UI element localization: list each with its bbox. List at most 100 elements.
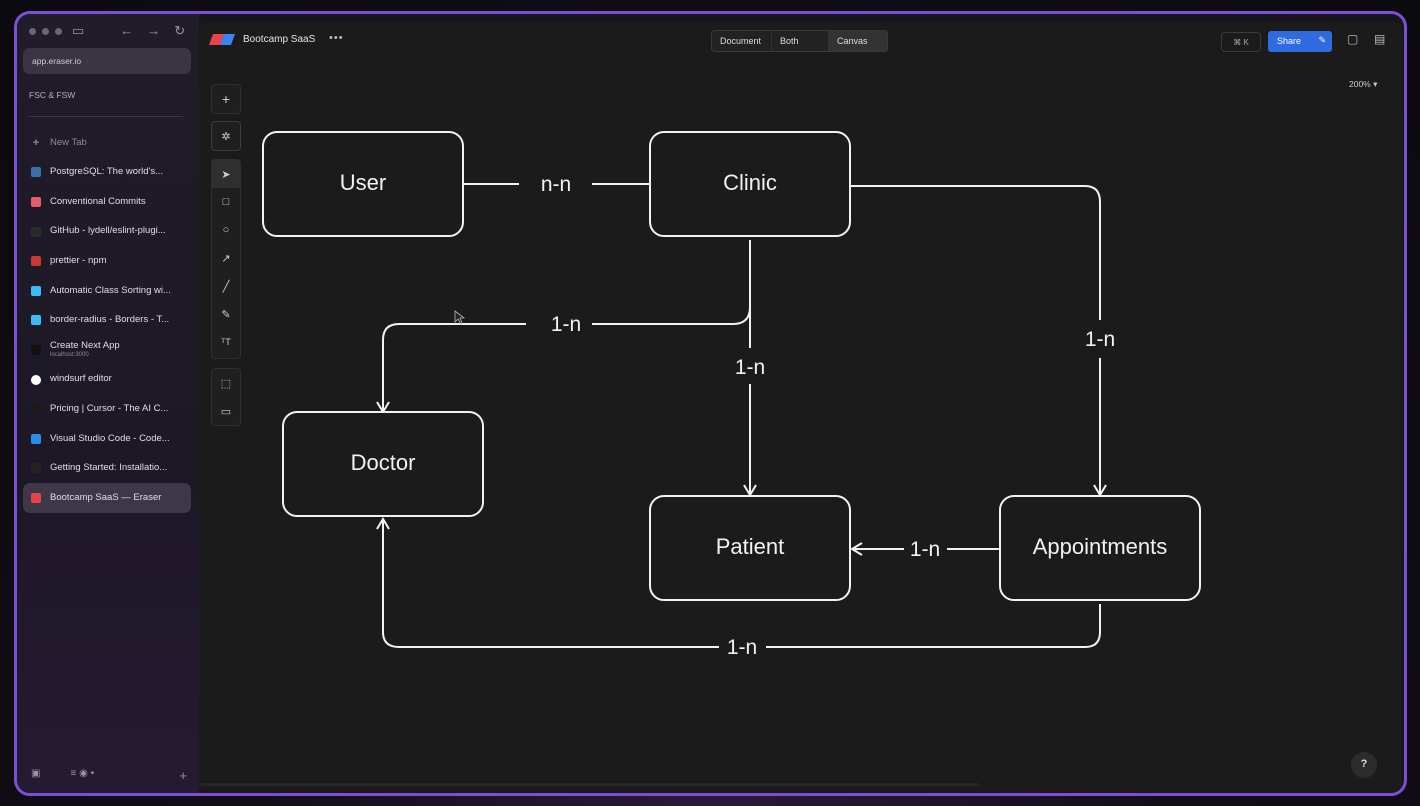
add-space-icon[interactable]: + <box>179 768 187 783</box>
browser-tab[interactable]: Conventional Commits <box>23 187 191 217</box>
browser-tab[interactable]: PostgreSQL: The world's... <box>23 158 191 188</box>
edge-label-clinic-doctor: 1-n <box>551 313 581 336</box>
back-arrow-icon[interactable]: ← <box>120 23 134 38</box>
node-user-box[interactable] <box>262 131 464 237</box>
add-toolbar: + <box>211 84 241 114</box>
comment-icon[interactable]: ▢ <box>1347 32 1359 46</box>
browser-tab-title: Pricing | Cursor - The AI C... <box>50 404 184 414</box>
command-palette-button[interactable]: ⌘ K <box>1221 32 1261 52</box>
forward-arrow-icon[interactable]: → <box>147 23 161 38</box>
document-icon[interactable]: ▤ <box>1374 32 1386 46</box>
maximize-window-button[interactable] <box>55 28 62 35</box>
line-icon[interactable]: ╱ <box>222 280 230 293</box>
minimize-window-button[interactable] <box>42 28 49 35</box>
new-tab-label: New Tab <box>50 137 87 148</box>
tab-title-text: prettier - npm <box>50 255 107 266</box>
drawing-toolbar: ➤ □ ○ ↗ ╱ ✎ ᵀT <box>211 159 241 359</box>
frame-icon[interactable]: ⬚ <box>220 377 232 390</box>
edge-label-clinic-patient: 1-n <box>735 356 765 379</box>
tab-title-text: Automatic Class Sorting wi... <box>50 285 171 296</box>
browser-tab-title: border-radius - Borders - T... <box>50 315 184 325</box>
tab-list: + New Tab PostgreSQL: The world's... Conv… <box>23 128 191 513</box>
tab-title-text: GitHub - lydell/eslint-plugi... <box>50 226 166 237</box>
browser-tab-title: Getting Started: Installatio... <box>50 463 184 473</box>
url-bar[interactable]: app.eraser.io <box>23 48 191 74</box>
diagram-canvas[interactable]: User Clinic Doctor Patient Appointments … <box>199 22 1402 792</box>
edge-clinic-appointments[interactable] <box>850 185 1100 495</box>
browser-tab[interactable]: prettier - npm <box>23 246 191 276</box>
frame-toolbar: ⬚ ▭ <box>211 368 241 426</box>
node-appointments-box[interactable] <box>999 495 1201 601</box>
node-doctor-box[interactable] <box>282 411 484 517</box>
browser-sidebar: ▭ ← → ↻ app.eraser.io FSC & FSW + New Ta… <box>17 14 199 793</box>
node-clinic-box[interactable] <box>649 131 851 237</box>
pen-tool-icon[interactable]: ✎ <box>221 308 231 321</box>
tab-title-text: Create Next App <box>50 341 120 352</box>
horizontal-scrollbar[interactable] <box>199 783 979 786</box>
archive-icon[interactable]: ▣ <box>31 768 41 779</box>
node-patient-box[interactable] <box>649 495 851 601</box>
tailwind-icon <box>31 285 41 296</box>
ai-sparkle-icon[interactable]: ✲ <box>221 130 231 143</box>
space-label: FSC & FSW <box>29 90 76 100</box>
edge-label-appointments-patient: 1-n <box>910 538 940 561</box>
tab-title-text: Conventional Commits <box>50 196 146 207</box>
document-title[interactable]: Bootcamp SaaS <box>243 34 316 45</box>
conventional-commits-icon <box>31 196 41 207</box>
select-cursor-icon[interactable]: ➤ <box>212 160 240 188</box>
reload-icon[interactable]: ↻ <box>174 23 186 38</box>
postgresql-icon <box>31 167 41 178</box>
sidebar-divider <box>29 116 183 117</box>
view-mode-switcher: Document Both Canvas <box>711 30 888 52</box>
npm-icon <box>31 256 41 267</box>
edge-label-user-clinic: n-n <box>541 173 571 196</box>
node-user-label: User <box>340 170 386 195</box>
more-options-icon[interactable]: ••• <box>329 32 344 44</box>
cursor-icon <box>31 404 41 415</box>
browser-tab[interactable]: Visual Studio Code - Code... <box>23 424 191 454</box>
browser-tab-title: Bootcamp SaaS — Eraser <box>50 493 184 503</box>
ai-toolbar: ✲ <box>211 121 241 151</box>
pen-icon: ✎ <box>1318 35 1326 45</box>
mouse-cursor-icon <box>454 310 466 325</box>
text-icon[interactable]: ᵀT <box>221 337 231 347</box>
sidebar-controls: ▭ ← → ↻ <box>72 23 185 39</box>
node-clinic-label: Clinic <box>723 170 777 195</box>
browser-tab[interactable]: windsurf editor <box>23 365 191 395</box>
zoom-level[interactable]: 200% ▾ <box>1349 79 1378 89</box>
rectangle-icon[interactable]: □ <box>222 196 230 208</box>
arrow-icon[interactable]: ↗ <box>221 252 231 265</box>
space-switcher-icon[interactable]: ≡ ◉ • <box>70 768 95 779</box>
ellipse-icon[interactable]: ○ <box>222 224 230 236</box>
browser-tab[interactable]: GitHub - lydell/eslint-plugi... <box>23 217 191 247</box>
browser-tab[interactable]: border-radius - Borders - T... <box>23 306 191 336</box>
browser-tab-title: PostgreSQL: The world's... <box>50 167 184 177</box>
plus-icon: + <box>32 136 40 149</box>
github-icon <box>31 226 41 237</box>
share-button[interactable]: Share ✎ <box>1268 31 1332 52</box>
help-button[interactable]: ? <box>1351 752 1377 778</box>
view-canvas-button[interactable]: Canvas <box>829 31 887 51</box>
view-document-button[interactable]: Document <box>712 31 772 51</box>
add-icon[interactable]: + <box>221 91 231 107</box>
share-label: Share <box>1277 36 1302 46</box>
eraser-app: Bootcamp SaaS ••• Document Both Canvas ⌘… <box>199 22 1402 792</box>
new-tab-button[interactable]: + New Tab <box>23 128 191 158</box>
browser-tab[interactable]: Automatic Class Sorting wi... <box>23 276 191 306</box>
node-appointments-label: Appointments <box>1033 534 1168 559</box>
nextjs-icon <box>31 344 41 355</box>
browser-tab[interactable]: Bootcamp SaaS — Eraser <box>23 483 191 513</box>
toggle-sidebar-icon[interactable]: ▭ <box>72 23 85 38</box>
browser-tab[interactable]: Pricing | Cursor - The AI C... <box>23 394 191 424</box>
edge-appointments-doctor[interactable] <box>383 519 1101 648</box>
close-window-button[interactable] <box>29 28 36 35</box>
window-controls <box>29 28 62 35</box>
comment-tool-icon[interactable]: ▭ <box>220 405 232 418</box>
view-both-button[interactable]: Both <box>772 31 829 51</box>
node-doctor-label: Doctor <box>351 450 416 475</box>
browser-tab[interactable]: Getting Started: Installatio... <box>23 454 191 484</box>
tab-title-text: PostgreSQL: The world's... <box>50 167 164 178</box>
tab-subtitle: localhost:3000 <box>50 351 89 358</box>
